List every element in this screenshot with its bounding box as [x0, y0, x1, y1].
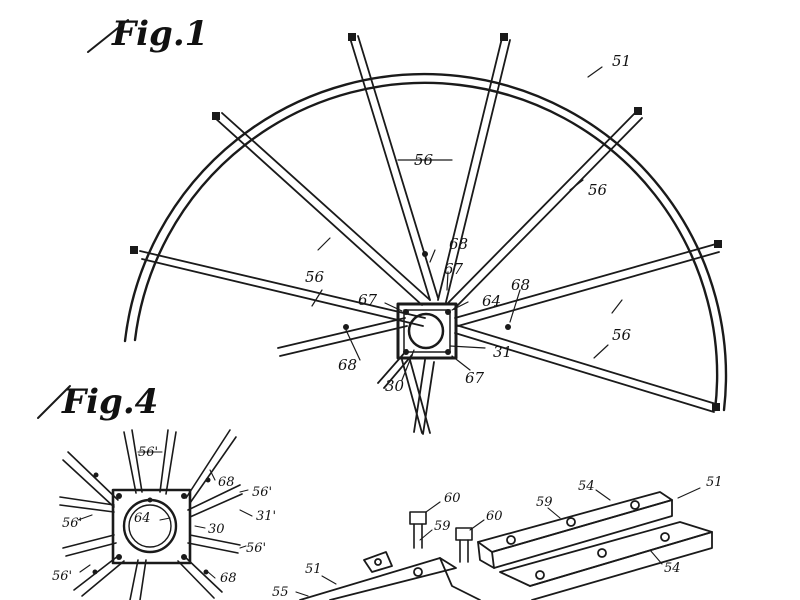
label-hub-center: 30 — [385, 377, 405, 395]
figure-4-title: Fig.4 — [61, 382, 158, 422]
fig4-label-center: 30 — [208, 522, 225, 537]
fig4-label-clamp-upper: 68 — [218, 475, 235, 490]
spokes — [139, 35, 720, 435]
detail-leaders — [295, 487, 701, 597]
fig4-spokes — [59, 429, 243, 600]
rim-clamps — [130, 33, 722, 411]
fig4-label-spoke-right: 56' — [252, 485, 272, 500]
label-rim: 51 — [612, 52, 631, 70]
fig4-label-clamp-lower: 68 — [220, 571, 237, 586]
detail-label-hole-right: 59 — [536, 495, 553, 510]
label-bolt-top: 67 — [444, 260, 464, 278]
detail-label-rim-right: 51 — [706, 475, 723, 490]
detail-label-bolt-left: 60 — [444, 491, 461, 506]
detail-channel-lower — [499, 521, 713, 600]
label-clamp-left: 68 — [338, 356, 357, 374]
label-spoke-a: 56 — [414, 151, 434, 169]
title-flourish-4 — [37, 385, 71, 419]
figure-1-title: Fig.1 — [111, 14, 208, 54]
fig4-label-spoke-bottom-left: 56' — [52, 569, 72, 584]
fig4-label-spoke-right-low: 56' — [246, 541, 266, 556]
fig4-label-spoke-top: 56' — [138, 445, 158, 460]
label-bolt-bottom: 67 — [465, 369, 485, 387]
label-spoke-d: 56 — [612, 326, 632, 344]
rim-detail: 60 60 59 59 54 54 51 51 55 — [272, 475, 723, 600]
detail-channel-upper — [477, 491, 673, 569]
figure-4: Fig.4 — [37, 382, 276, 600]
detail-label-edge: 55 — [272, 585, 289, 600]
label-clamp-right: 68 — [511, 276, 530, 294]
figure-4-labels: 56' 56' 56' 56' 56' 68 68 64 31' 30 — [52, 445, 276, 586]
fig4-label-spoke-left: 56' — [62, 516, 82, 531]
figure-1-labels: 51 56 56 56 56 68 68 68 67 67 67 64 31 3… — [305, 52, 632, 395]
detail-rim-section — [299, 551, 481, 600]
detail-label-rim-left: 51 — [305, 562, 322, 577]
label-hub-plate: 64 — [482, 292, 501, 310]
detail-label-channel-bottom: 54 — [664, 561, 681, 576]
label-hub-ring: 31 — [493, 343, 512, 361]
fig4-hub — [92, 472, 211, 575]
label-bolt-left: 67 — [358, 291, 378, 309]
fig4-label-plate: 64 — [134, 511, 151, 526]
detail-label-bolt-right: 60 — [486, 509, 503, 524]
figure-1: Fig.1 — [87, 14, 728, 435]
hub-assembly — [343, 251, 511, 360]
detail-bolts — [409, 511, 473, 563]
title-flourish — [87, 19, 129, 53]
leader-lines — [311, 66, 623, 381]
fig4-label-ring: 31' — [256, 509, 276, 524]
detail-labels: 60 60 59 59 54 54 51 51 55 — [272, 475, 723, 600]
label-spoke-c: 56 — [305, 268, 325, 286]
label-clamp-top: 68 — [449, 235, 468, 253]
wheel-rim — [123, 72, 728, 412]
label-spoke-b: 56 — [588, 181, 608, 199]
fig4-leaders — [77, 451, 253, 579]
detail-label-hole-left: 59 — [434, 519, 451, 534]
detail-label-channel-top: 54 — [578, 479, 595, 494]
